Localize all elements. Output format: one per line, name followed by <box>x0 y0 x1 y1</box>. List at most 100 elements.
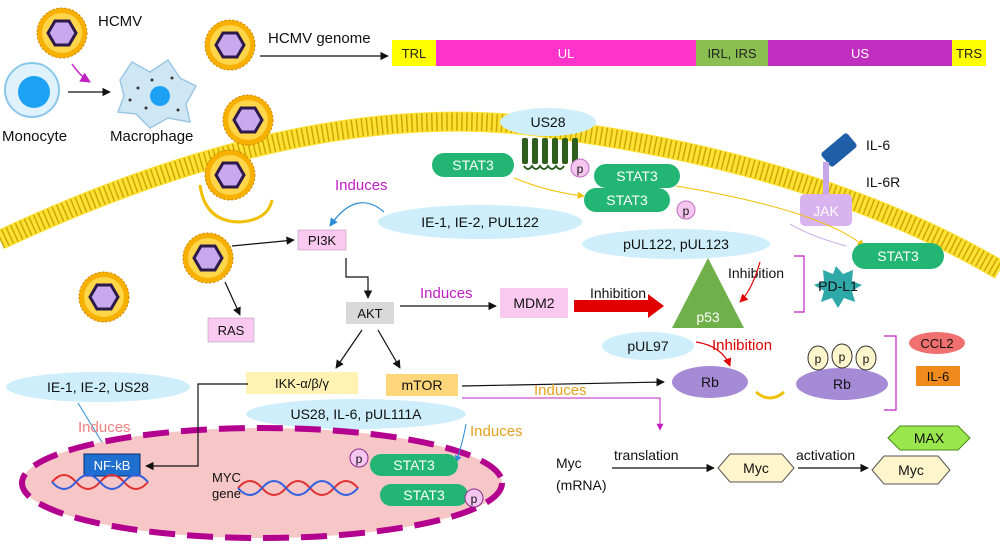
il6-ligand-label: IL-6 <box>866 137 890 153</box>
stat3-pill <box>370 454 458 476</box>
cytokine-bracket <box>884 335 897 411</box>
myc-gene-helix-icon <box>237 480 359 496</box>
genome-segment-us <box>768 40 952 66</box>
genome-segment-irl-irs <box>696 40 768 66</box>
nuclear-envelope <box>19 425 505 541</box>
phospho-label: p <box>683 204 690 218</box>
stat3-pill <box>594 164 680 188</box>
genome-segment-label: IRL, IRS <box>707 46 756 61</box>
inhibition-label: Inhibition <box>590 285 646 301</box>
p53-inhibition-arrow <box>739 261 761 303</box>
akt-label: AKT <box>357 306 382 321</box>
virion-ras-arrow <box>224 281 241 316</box>
ikk-nfkb-arrow <box>145 383 248 471</box>
max-hexagon <box>887 425 971 451</box>
phospho-badge <box>831 343 853 369</box>
jak-stat3-arrow <box>675 185 865 247</box>
viral-proteins-label: US28, IL-6, pUL111A <box>290 406 422 422</box>
stat3-label: STAT3 <box>403 487 445 503</box>
genome-segment-ul <box>436 40 696 66</box>
us28-bubble <box>500 108 596 136</box>
phospho-label: p <box>863 352 870 366</box>
pi3k-label: PI3K <box>308 233 337 248</box>
pul122-label: pUL122, pUL123 <box>623 236 729 252</box>
activation-label: activation <box>796 447 855 463</box>
phospho-label: p <box>839 350 846 364</box>
genome-segment-label: TRS <box>956 46 982 61</box>
pul122-bubble <box>582 229 770 259</box>
p53-label: p53 <box>696 309 720 325</box>
pdl1-star-icon <box>814 266 862 308</box>
extracellular-virion-icon <box>77 270 131 324</box>
stat3-label: STAT3 <box>393 457 435 473</box>
induces-label: Induces <box>78 419 131 436</box>
max-label: MAX <box>914 430 945 446</box>
viral-proteins-label: IE-1, IE-2, PUL122 <box>421 214 539 230</box>
myc-hexagon <box>871 455 951 485</box>
stat3-pill <box>380 484 468 506</box>
mtor-label: mTOR <box>402 377 443 393</box>
virion-pi3k-arrow <box>231 236 295 247</box>
ikk-label: IKK-α/β/γ <box>275 376 329 391</box>
myc-label: Myc <box>898 462 924 478</box>
genome-segment-trl <box>392 40 436 66</box>
us28-receptor-icon <box>522 138 578 170</box>
pul97-label: pUL97 <box>627 338 668 354</box>
induces-stat3-arrow <box>454 423 467 463</box>
stat3-pill <box>852 243 944 269</box>
phospho-rb-ellipse <box>796 368 888 400</box>
pdl1-bracket <box>794 255 805 313</box>
ikk-box <box>246 372 358 394</box>
akt-ikk-arrow <box>335 329 363 369</box>
myc-label: Myc <box>743 460 769 476</box>
il6-receptor-icon <box>823 162 829 198</box>
induces-label: Induces <box>470 423 523 440</box>
il6-badge-label: IL-6 <box>927 369 949 384</box>
stat3-label: STAT3 <box>452 157 494 173</box>
rb-inhibition-arrow <box>695 341 732 367</box>
stat3-pill <box>584 188 670 212</box>
mtor-rb-arrow <box>461 377 665 387</box>
stat3-label: STAT3 <box>877 248 919 264</box>
hcmv-genome-virion-icon <box>203 18 257 72</box>
stat3-activation-arrow <box>513 177 585 199</box>
akt-mtor-arrow <box>377 329 401 369</box>
pi3k-box <box>297 229 347 251</box>
ccl2-label: CCL2 <box>920 336 953 351</box>
monocyte-icon <box>4 62 60 118</box>
induces-label: Induces <box>534 382 587 399</box>
p53-triangle <box>672 258 744 328</box>
stat3-label: STAT3 <box>616 168 658 184</box>
nfkb-label: NF-kB <box>94 458 131 473</box>
endocytosis-membrane <box>198 184 274 224</box>
translation-label: translation <box>614 447 679 463</box>
viral-proteins-label: IE-1, IE-2, US28 <box>47 379 149 395</box>
dna-helix-icon <box>51 474 149 490</box>
phospho-label: p <box>356 452 363 466</box>
jak-box <box>800 194 852 226</box>
jak-label: JAK <box>813 203 839 219</box>
phospho-badge <box>807 345 829 371</box>
phospho-label: p <box>577 162 584 176</box>
inhibition-arrow-icon <box>574 294 664 318</box>
genome-segment-label: US <box>851 46 869 61</box>
phospho-badge <box>676 200 696 220</box>
ras-label: RAS <box>218 323 245 338</box>
pi3k-akt-arrow <box>345 258 373 299</box>
induces-pi3k-arrow <box>329 202 385 227</box>
myc-gene-label: MYC gene <box>212 470 245 501</box>
infection-arrow <box>71 63 91 83</box>
monocyte-label: Monocyte <box>2 128 67 145</box>
macrophage-icon <box>116 58 198 129</box>
rb-label: Rb <box>701 374 719 390</box>
genome-label: HCMV genome <box>268 30 371 47</box>
genome-bar: TRL UL IRL, IRS US TRS <box>392 40 986 66</box>
mdm2-label: MDM2 <box>513 295 554 311</box>
genome-segment-label: TRL <box>402 46 427 61</box>
phospho-rb-label: Rb <box>833 376 851 392</box>
il6-ligand-icon <box>821 133 857 167</box>
induces-label: Induces <box>335 177 388 194</box>
akt-box <box>346 302 394 324</box>
